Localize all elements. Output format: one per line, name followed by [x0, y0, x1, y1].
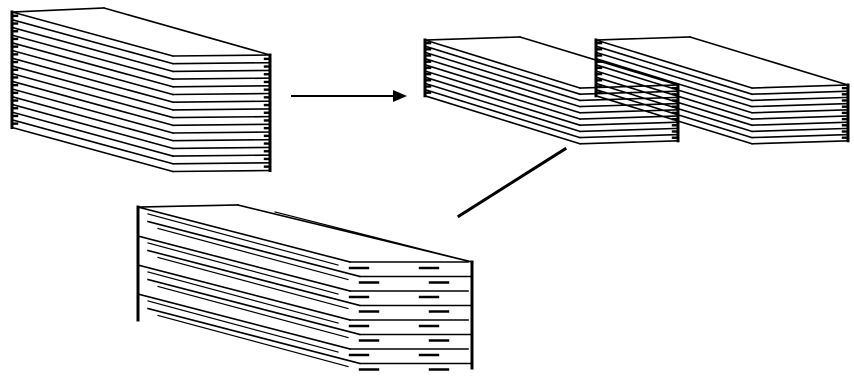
sheet-divider: [147, 213, 339, 266]
sheet-edge: [751, 133, 849, 139]
sheet-edge: [11, 95, 174, 142]
sheet-edge: [579, 133, 679, 139]
sheet-edge: [11, 18, 174, 65]
sheet-edge: [11, 11, 174, 57]
sheet-edge: [595, 45, 753, 96]
sheet-edge: [11, 34, 174, 81]
sheet-edge: [423, 69, 582, 121]
sheet-edge: [172, 92, 271, 96]
sheet-edge: [11, 80, 174, 127]
sheet-edge: [11, 118, 174, 165]
sheet-edge: [11, 49, 174, 96]
connector-line: [456, 146, 568, 219]
sheet-edge: [595, 94, 753, 145]
sheet-edge: [11, 103, 174, 150]
sheet-edge: [147, 278, 361, 336]
sheet-edge: [595, 88, 753, 139]
top-edge: [595, 36, 691, 41]
sheet-edge: [147, 307, 361, 365]
sheet-divider: [157, 285, 349, 339]
sheet-edge: [595, 57, 753, 108]
sheet-edge: [172, 77, 271, 80]
sheet-edge: [172, 84, 271, 88]
sheet-edge: [595, 76, 753, 127]
sheet-edge: [172, 169, 271, 173]
sheet-edge: [751, 108, 849, 114]
sheet-edge: [11, 126, 174, 173]
sheet-edge: [137, 206, 351, 263]
sheet-edge: [423, 94, 582, 145]
sheet-edge: [147, 249, 361, 307]
sheet-edge: [172, 146, 271, 150]
sheet-divider: [147, 271, 339, 324]
top-edge: [274, 211, 473, 263]
top-edge: [137, 204, 239, 208]
sheet-edge: [172, 161, 271, 165]
sheet-edge: [751, 84, 849, 89]
sheet-divider: [147, 242, 339, 295]
sheet-edge: [172, 108, 271, 111]
sheet-edge: [423, 88, 582, 139]
sheet-edge: [11, 88, 174, 134]
sheet-edge: [751, 139, 849, 145]
top-edge: [424, 36, 521, 41]
sheet-edge: [423, 51, 582, 102]
sheet-edge: [137, 264, 351, 321]
sheet-edge: [172, 123, 271, 127]
sheet-edge: [137, 235, 351, 292]
sheet-edge: [172, 54, 271, 57]
sheet-edge: [172, 69, 271, 73]
sheet-divider: [157, 227, 349, 281]
sheet-edge: [595, 82, 753, 133]
left-card-stack: [10, 7, 272, 173]
sheet-edge: [172, 100, 271, 104]
sheet-edge: [137, 293, 351, 350]
split-arrow: [291, 90, 407, 102]
sheet-edge: [751, 127, 849, 133]
sheet-edge: [11, 57, 174, 104]
sheet-divider: [147, 300, 339, 353]
sheet-edge: [423, 82, 582, 133]
sheet-edge: [172, 131, 271, 134]
sheet-edge: [172, 138, 271, 142]
sheet-edge: [423, 45, 582, 96]
sheet-divider: [157, 314, 349, 368]
sheet-edge: [11, 111, 174, 158]
sheet-edge: [423, 76, 582, 127]
top-edge: [103, 7, 271, 56]
sheet-edge: [423, 63, 582, 114]
sheet-edge: [11, 64, 174, 111]
sheet-edge: [595, 63, 753, 114]
sheet-edge: [595, 39, 753, 89]
sheet-edge: [579, 139, 679, 145]
sheet-edge: [11, 26, 174, 73]
sheet-divider: [157, 256, 349, 310]
sheet-edge: [172, 115, 271, 119]
arrow-head: [393, 90, 407, 102]
interleaved-card-stack: [136, 204, 474, 371]
sheet-edge: [579, 127, 679, 133]
sheet-edge: [751, 90, 849, 96]
sheet-edge: [751, 102, 849, 108]
sheet-edge: [11, 72, 174, 119]
sheet-edge: [751, 96, 849, 102]
top-edge: [689, 36, 849, 86]
sheet-edge: [579, 121, 679, 127]
top-edge: [11, 7, 105, 13]
right-card-stack-b: [594, 36, 850, 145]
sheet-edge: [751, 115, 849, 120]
sheet-edge: [147, 220, 361, 278]
sheet-edge: [11, 41, 174, 88]
sheet-edge: [423, 57, 582, 108]
sheet-edge: [595, 51, 753, 102]
sheet-edge: [172, 154, 271, 157]
sheet-edge: [595, 70, 753, 120]
sheet-edge: [172, 61, 271, 65]
sheet-edge: [423, 38, 582, 90]
sheet-edge: [751, 121, 849, 127]
